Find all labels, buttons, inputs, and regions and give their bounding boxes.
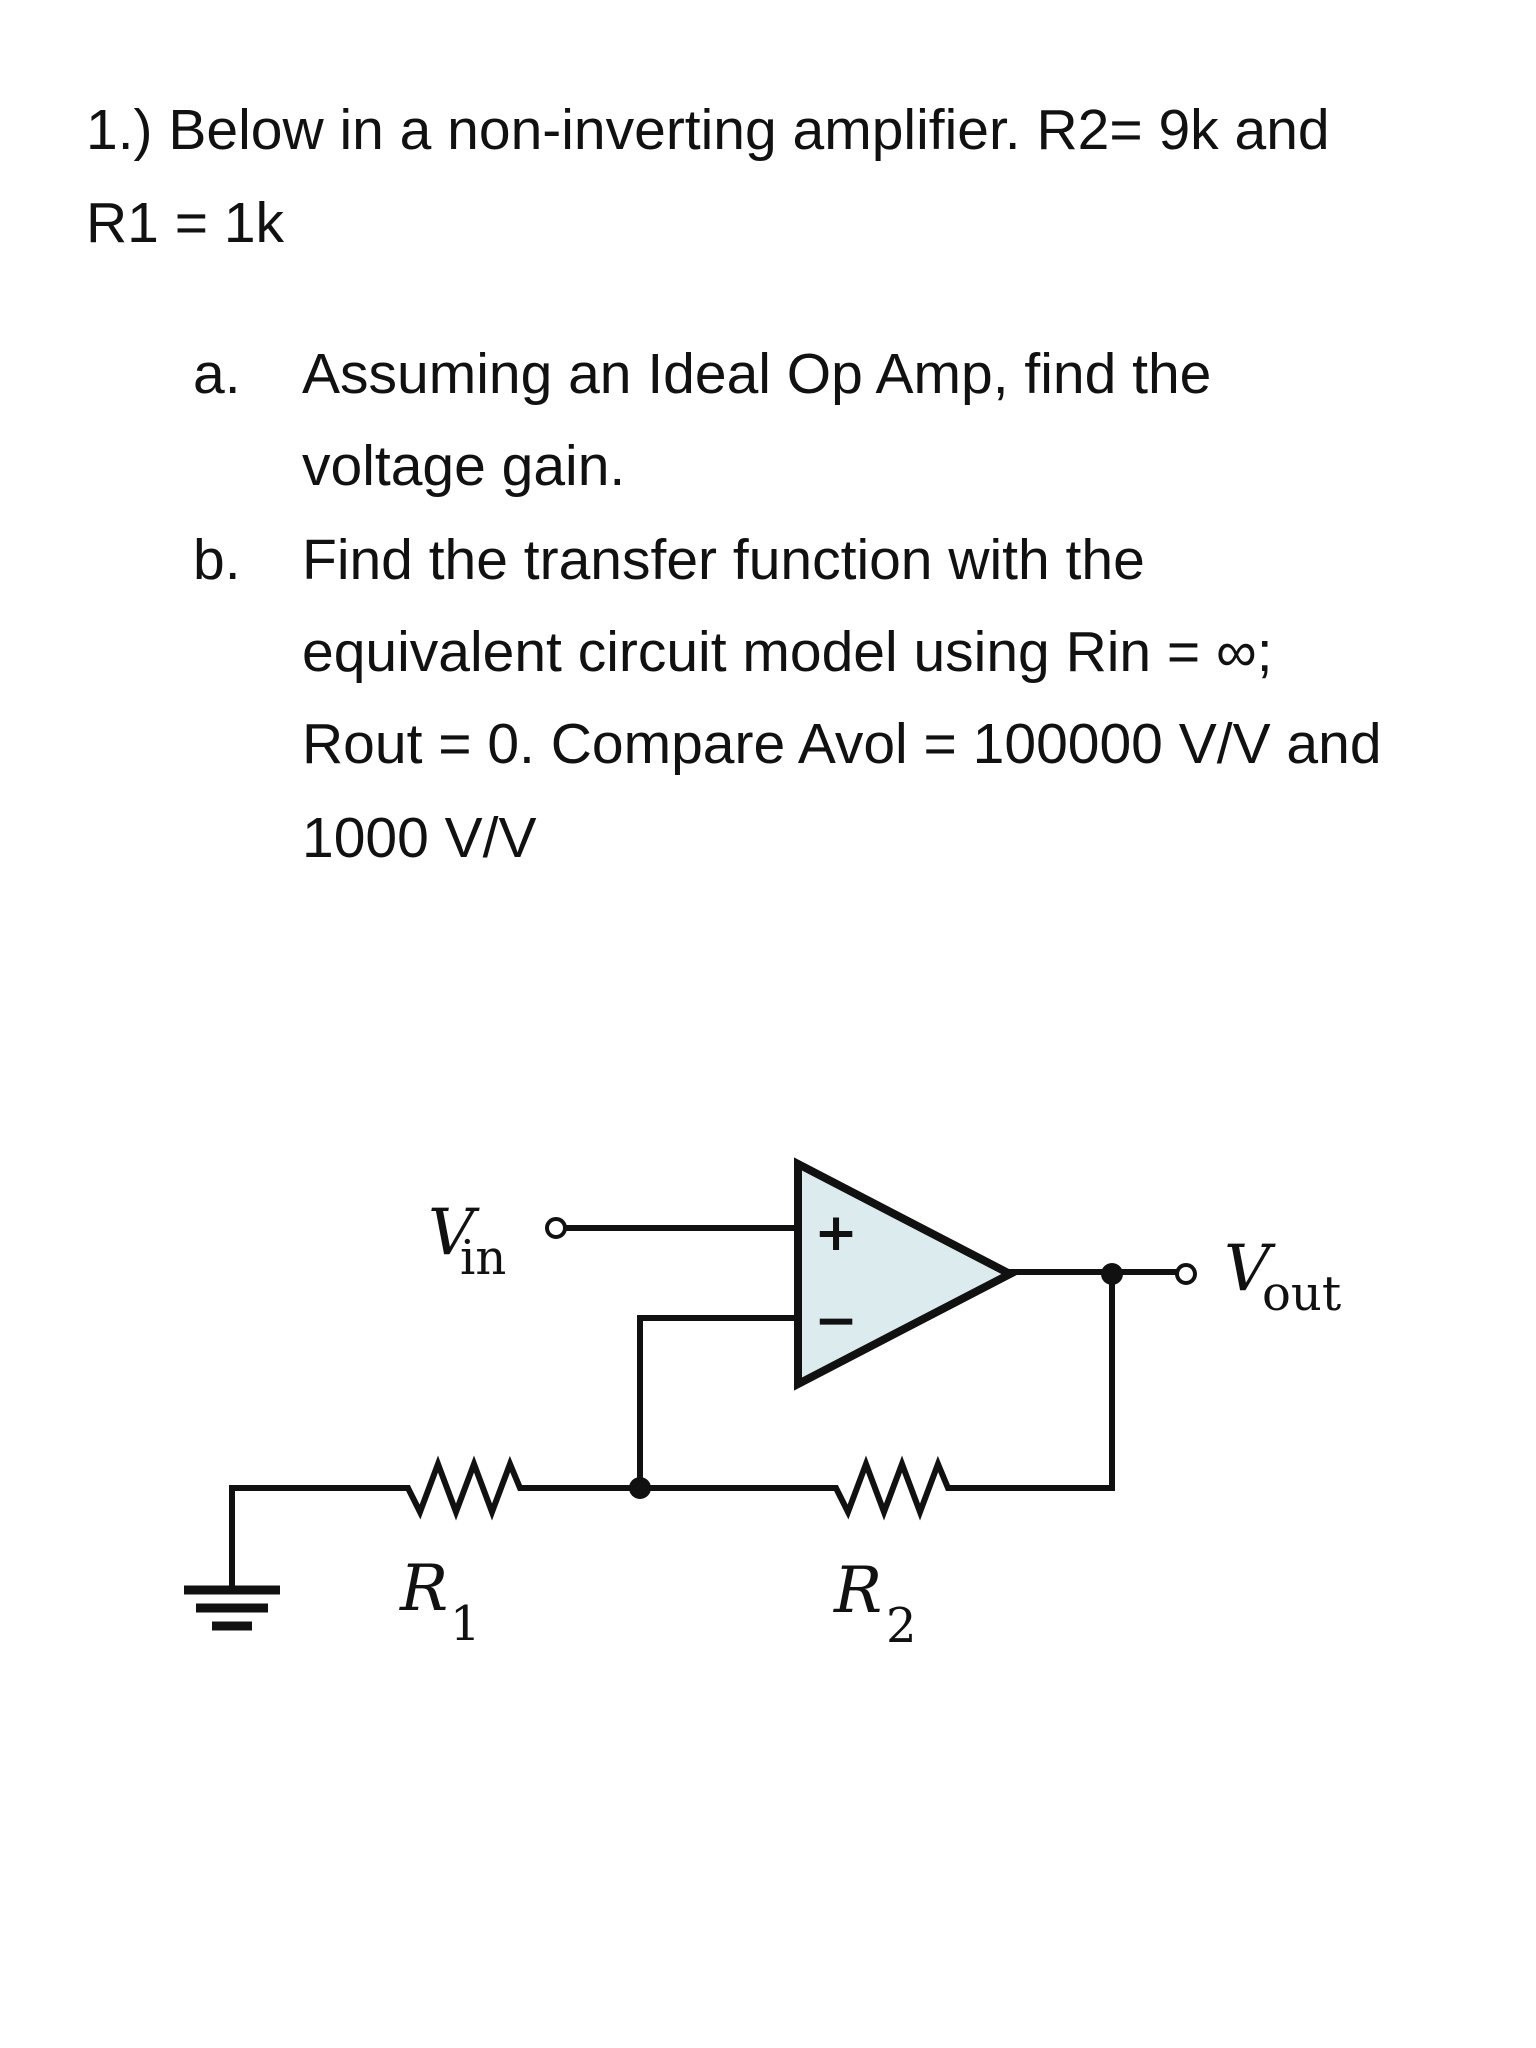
item-a-line-1: Assuming an Ideal Op Amp, find the xyxy=(302,342,1212,406)
item-b-line-1: Find the transfer function with the xyxy=(302,528,1145,592)
feedback-wire xyxy=(957,1269,1115,1491)
vout-terminal xyxy=(1175,1263,1197,1285)
vin-label-sub: in xyxy=(460,1230,506,1286)
item-b-line-3: Rout = 0. Compare Avol = 100000 V/V and xyxy=(302,712,1382,776)
item-b-line-4: 1000 V/V xyxy=(302,806,537,870)
r2-label-main: R xyxy=(833,1554,882,1628)
vout-label-sub: out xyxy=(1262,1266,1341,1322)
item-a-marker: a. xyxy=(193,342,241,406)
r1-label-sub: 1 xyxy=(450,1596,481,1652)
question-line-2: R1 = 1k xyxy=(86,191,285,255)
r2-resistor xyxy=(787,1455,963,1521)
vin-terminal xyxy=(545,1217,567,1239)
question-line-1: 1.) Below in a non-inverting amplifier. … xyxy=(86,98,1330,162)
r2-label-sub: 2 xyxy=(886,1598,917,1654)
inverting-input-wire xyxy=(637,1315,801,1491)
vout-label-main: V xyxy=(1224,1232,1276,1306)
r1-label-main: R xyxy=(399,1552,448,1626)
junction-dot-r1-r2 xyxy=(629,1477,651,1499)
inverting-minus-sign: − xyxy=(814,1291,858,1351)
item-a-line-2: voltage gain. xyxy=(302,434,626,498)
ground-icon xyxy=(184,1585,280,1631)
noninverting-plus-sign: + xyxy=(814,1203,858,1263)
item-b-line-2: equivalent circuit model using Rin = ∞; xyxy=(302,620,1273,684)
junction-dot-output xyxy=(1101,1263,1123,1285)
r1-resistor xyxy=(229,1455,535,1591)
vin-label-main: V xyxy=(428,1196,480,1270)
item-b-marker: b. xyxy=(193,528,241,592)
op-amp-symbol xyxy=(794,1157,1019,1391)
